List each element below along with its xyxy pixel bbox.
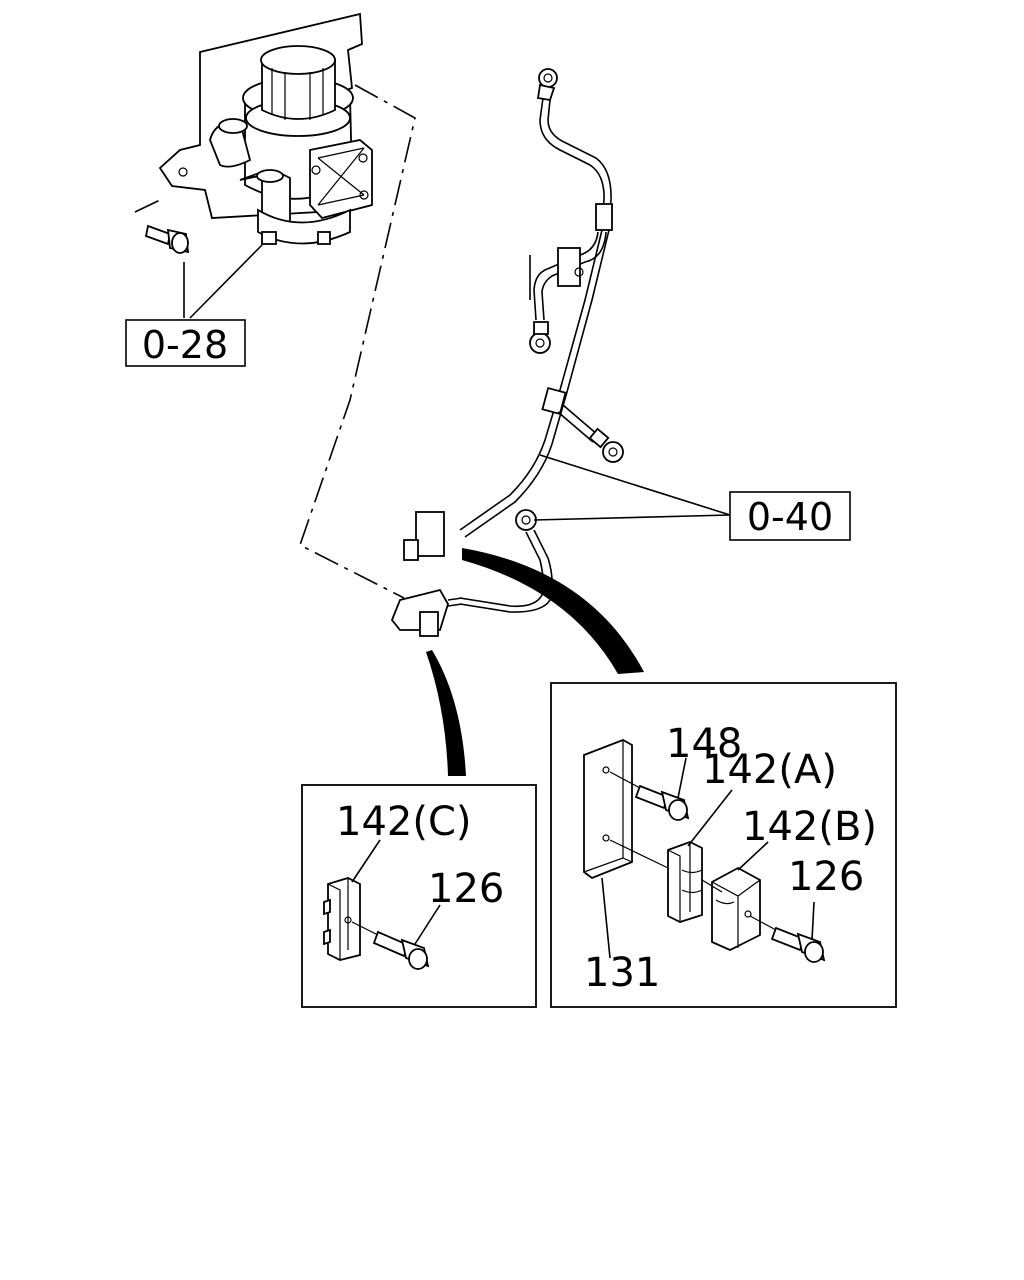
hose-assembly	[390, 68, 731, 637]
callout-142a: 142(A)	[702, 747, 837, 793]
ref-label-0-28: 0-28	[142, 323, 228, 367]
ref-box-0-40[interactable]: 0-40	[729, 491, 851, 541]
detail-box-right: 148 142(A) 142(B) 126 131	[550, 682, 897, 1008]
callout-126-left: 126	[428, 866, 504, 912]
arrow-to-left-detail	[426, 650, 466, 776]
ref-label-0-40: 0-40	[747, 495, 833, 539]
callout-148: 148	[666, 721, 742, 767]
callout-131: 131	[584, 950, 660, 996]
detail-box-left: 142(C) 126	[301, 784, 537, 1008]
ref-box-0-28[interactable]: 0-28	[125, 319, 246, 367]
callout-142b: 142(B)	[742, 804, 877, 850]
arrow-to-right-detail	[462, 548, 644, 674]
callout-126-right: 126	[788, 854, 864, 900]
valve-assembly	[158, 12, 373, 245]
callout-142c: 142(C)	[336, 799, 472, 845]
bolt-valve-mount	[144, 224, 190, 254]
